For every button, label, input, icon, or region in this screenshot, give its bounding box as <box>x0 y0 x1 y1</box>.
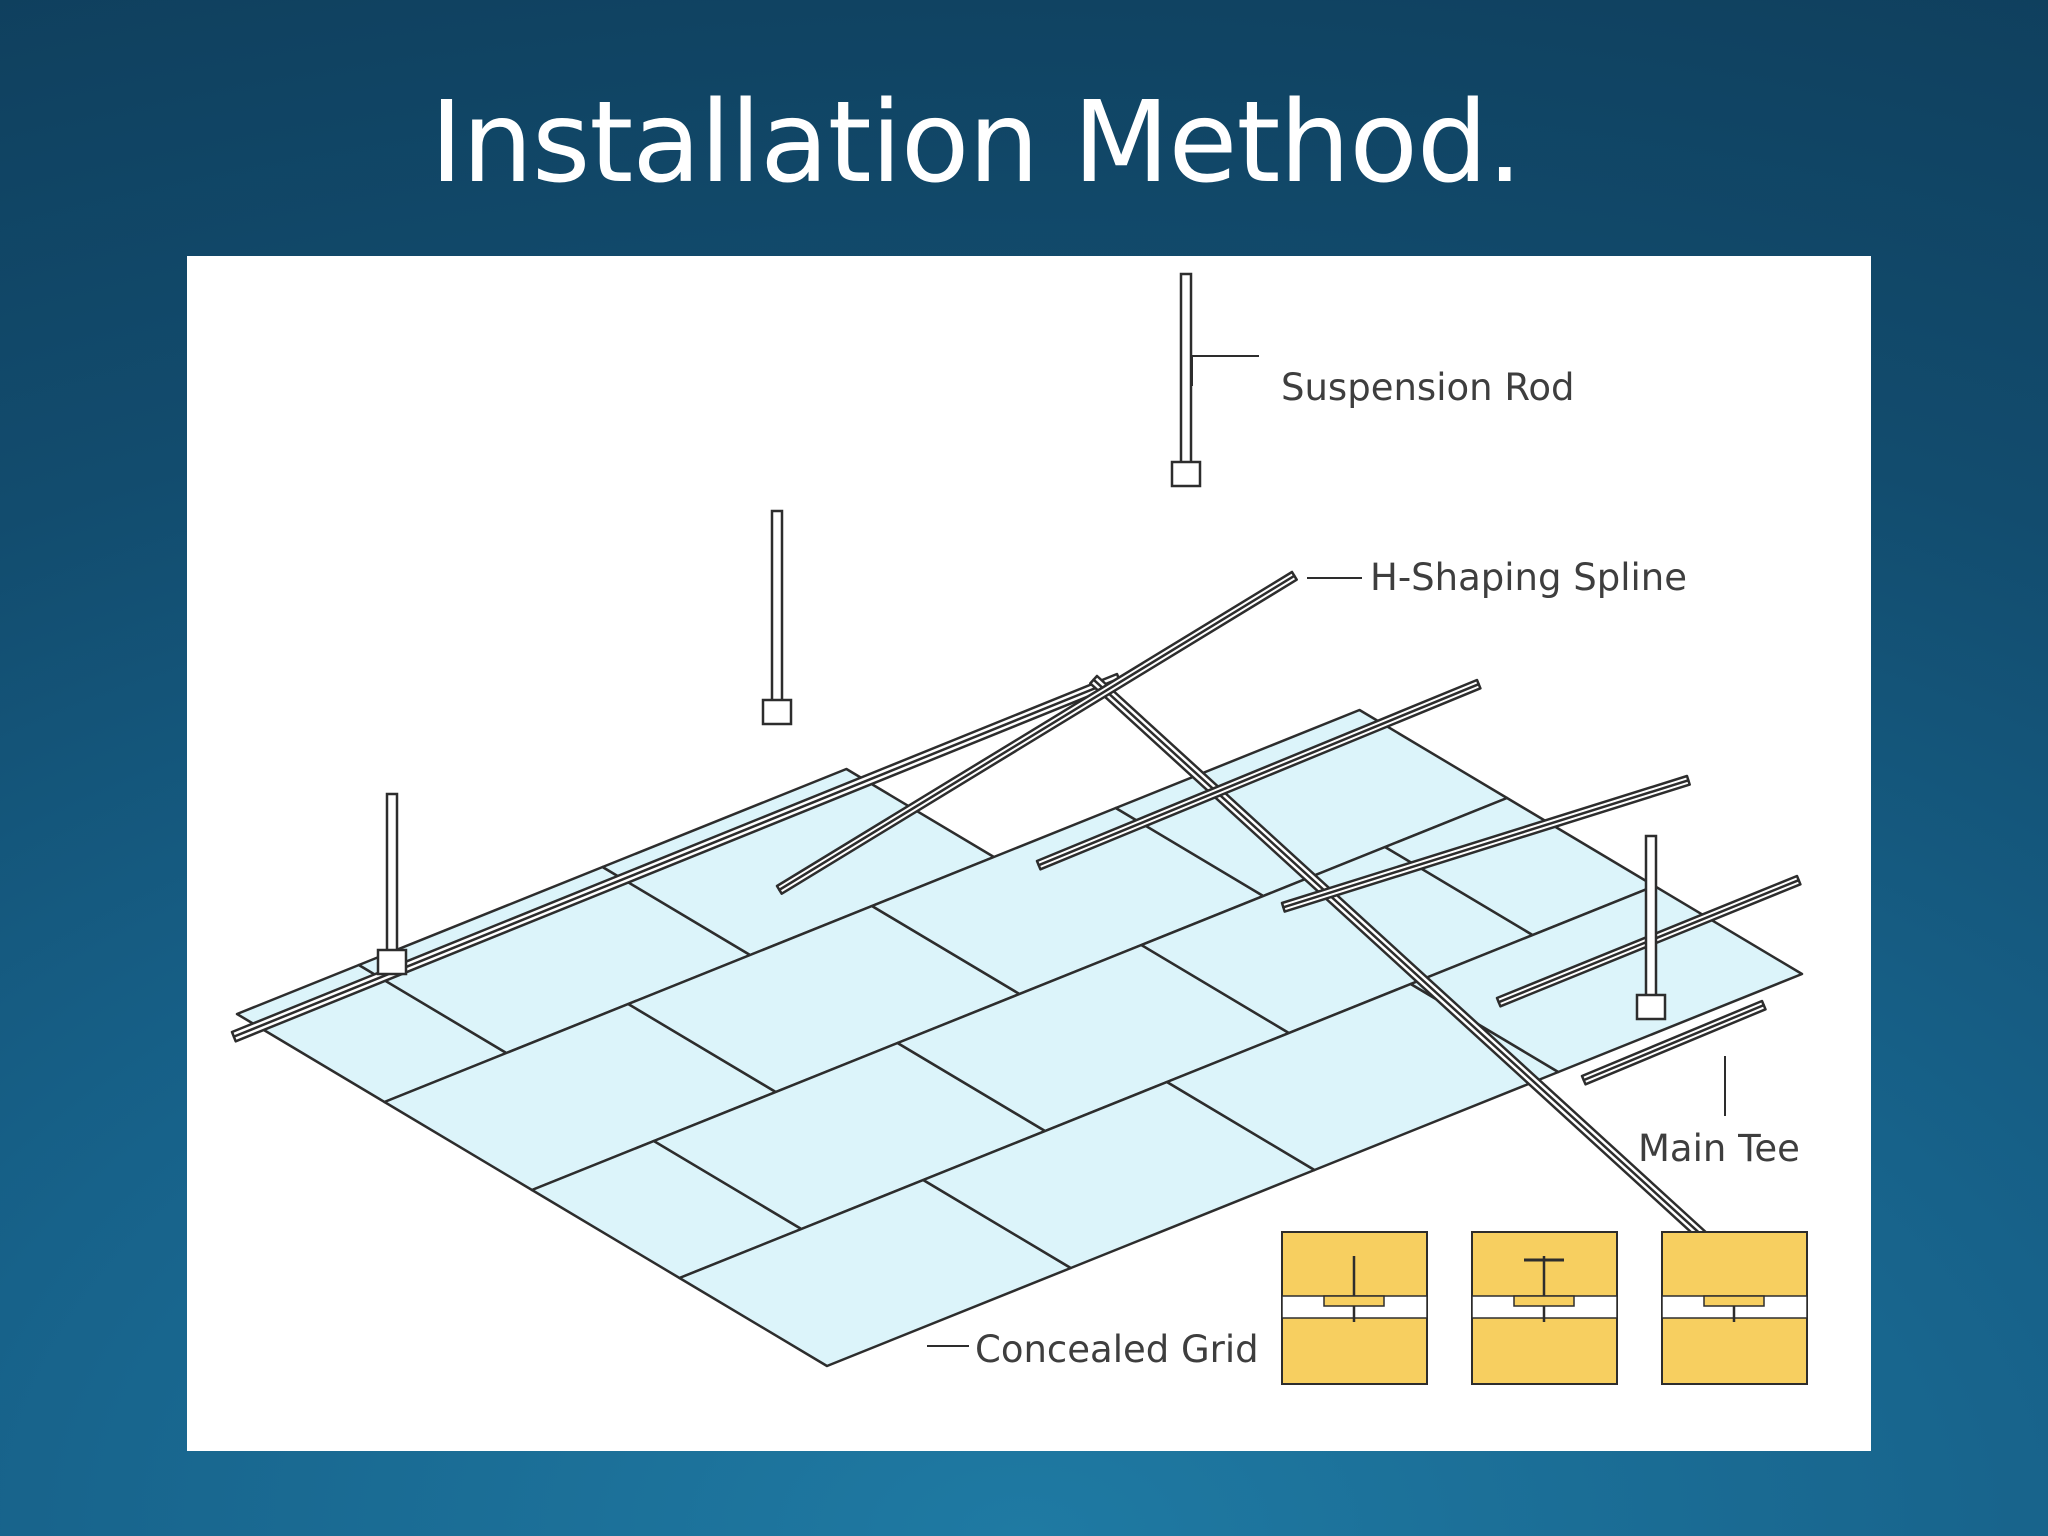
rod-hanger-clip-2 <box>761 698 793 726</box>
main-tee-right-edge <box>1092 678 1730 1261</box>
grid-structure <box>230 570 1802 1265</box>
label-h-shaping-spline: H-Shaping Spline <box>1370 556 1687 599</box>
rod-hanger-clip-1 <box>1170 460 1202 488</box>
ceiling-panel <box>1409 884 1804 1074</box>
grid-section-detail-2 <box>1471 1231 1618 1385</box>
rod-hanger-clip-3 <box>376 948 408 976</box>
rod-hanger-clip-4 <box>1635 993 1667 1021</box>
h-shaping-spline-1-edge <box>778 574 1296 892</box>
detail-tee-flange <box>1323 1295 1385 1307</box>
grid-section-detail-3 <box>1661 1231 1808 1385</box>
detail-tee-flange <box>1703 1295 1765 1307</box>
h-shaping-spline-3-edge <box>1282 779 1690 909</box>
ceiling-installation-diagram: Suspension Rod H-Shaping Spline Main Tee… <box>230 272 1808 1385</box>
slide-title: Installation Method. <box>430 78 1523 208</box>
detail-tee-flange <box>1513 1295 1575 1307</box>
h-shaping-spline-5-edge <box>1582 1003 1765 1082</box>
label-concealed-grid: Concealed Grid <box>975 1328 1259 1371</box>
leader-lines <box>927 355 1726 1347</box>
suspension-rod-1 <box>1179 272 1193 470</box>
label-main-tee: Main Tee <box>1638 1127 1800 1170</box>
ceiling-panels <box>235 708 1804 1368</box>
grid-section-detail-1 <box>1281 1231 1428 1385</box>
leader-suspension-rod <box>1191 355 1259 386</box>
grid-section-details <box>1281 1231 1808 1385</box>
ceiling-diagram-panel: Suspension Rod H-Shaping Spline Main Tee… <box>187 256 1871 1451</box>
suspension-rod-4 <box>1644 834 1658 1003</box>
main-tee-left-edge <box>232 677 1121 1038</box>
suspension-rod-2 <box>770 509 784 708</box>
h-shaping-spline-2-edge <box>1037 682 1480 867</box>
label-suspension-rod: Suspension Rod <box>1281 366 1575 409</box>
suspension-rods <box>376 272 1667 1021</box>
suspension-rod-3 <box>385 792 399 958</box>
